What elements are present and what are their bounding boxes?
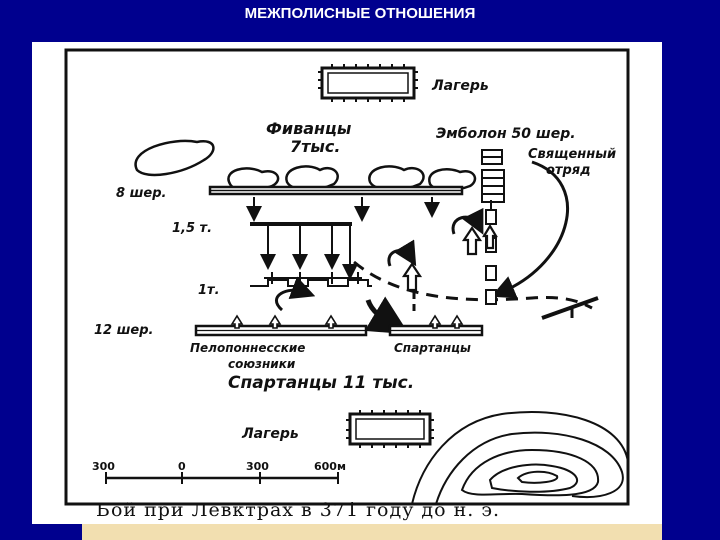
scale-tick-1: 300 — [92, 460, 115, 473]
scale-tick-3: 300 — [246, 460, 269, 473]
camp-bottom-icon — [346, 410, 434, 448]
sacred-band-flank-arrow — [490, 160, 570, 299]
map-border — [64, 48, 630, 506]
thebans-count: 7тыс. — [290, 137, 340, 156]
slide-title: МЕЖПОЛИСНЫЕ ОТНОШЕНИЯ — [244, 5, 476, 22]
theban-line — [208, 185, 464, 196]
depth-12-label: 12 шер. — [94, 323, 153, 338]
theban-advance-arrows — [246, 197, 440, 222]
spartans-total-label: Спартанцы 11 тыс. — [228, 373, 414, 393]
spartan-formation — [388, 314, 484, 337]
peloponnesians-label: Пелопоннесские — [190, 341, 305, 355]
battle-map-panel: Лагерь Фиванцы 7тыс. Эмболон 50 шер. Свя… — [32, 42, 662, 524]
spartan-cavalry-slant — [541, 296, 599, 320]
distance-1-5-label: 1,5 т. — [172, 221, 212, 236]
spartan-crenel-line — [250, 279, 372, 287]
hollow-arrows — [401, 223, 498, 292]
scale-tick-2: 0 — [178, 460, 186, 473]
retreat-arrow-left — [274, 276, 316, 312]
peloponnesians-label-2: союзники — [228, 357, 296, 371]
sacred-band-label: Священный — [528, 147, 616, 162]
camp-top-label: Лагерь — [431, 78, 489, 94]
map-caption: Бой при Левктрах в 371 году до н. э. — [96, 499, 500, 521]
thebans-label: Фиванцы — [266, 119, 352, 138]
sacred-band-descent — [485, 209, 497, 305]
camp-bottom-label: Лагерь — [241, 426, 299, 442]
spartans-unit-label: Спартанцы — [394, 341, 471, 355]
depth-8-label: 8 шер. — [116, 186, 166, 201]
curl-arrow-1 — [387, 239, 417, 267]
battle-map: Лагерь Фиванцы 7тыс. Эмболон 50 шер. Свя… — [64, 48, 630, 521]
theban-advanced-ticks — [260, 226, 358, 280]
retreat-arrow-right — [364, 296, 410, 335]
camp-top-icon — [318, 64, 418, 102]
sacred-band-label-2: отряд — [546, 163, 591, 178]
hill-contours — [411, 411, 629, 505]
peloponnesian-formation — [194, 314, 368, 337]
scale-tick-4: 600м — [314, 460, 346, 473]
sacred-band-column — [481, 149, 505, 203]
embolon-label: Эмболон 50 шер. — [436, 126, 576, 142]
curl-arrow-2 — [451, 207, 484, 235]
distance-1-label: 1т. — [198, 283, 220, 298]
scale-bar — [105, 472, 339, 484]
manoeuvre-dashed-arc — [353, 260, 593, 310]
